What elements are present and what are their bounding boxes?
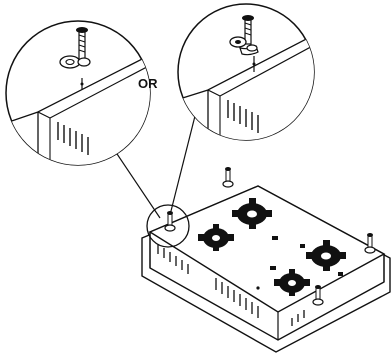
mounting-screw-top [222, 167, 234, 188]
callout-option-a [5, 20, 151, 166]
mounting-screw-bottom [312, 285, 324, 306]
screw-with-washer-clip-icon [59, 27, 91, 90]
mounting-screw-right [364, 233, 376, 254]
leader-line-right [169, 111, 197, 216]
connector-parts [256, 236, 343, 290]
vent-slots-side [291, 310, 305, 326]
burner-3 [306, 240, 346, 271]
burner-4 [274, 269, 310, 296]
or-label: OR [138, 76, 158, 91]
burner-2 [198, 224, 234, 251]
vent-slots-right [215, 278, 259, 318]
mounting-screw-left [164, 211, 176, 232]
vent-slots-left [157, 244, 189, 274]
mounting-point-highlight [146, 204, 190, 248]
callout-option-b [177, 3, 315, 141]
screw-with-spring-clip-icon [229, 15, 259, 72]
worktop-block-b [178, 30, 314, 140]
cooktop-underside [141, 167, 391, 353]
burner-1 [232, 198, 272, 229]
